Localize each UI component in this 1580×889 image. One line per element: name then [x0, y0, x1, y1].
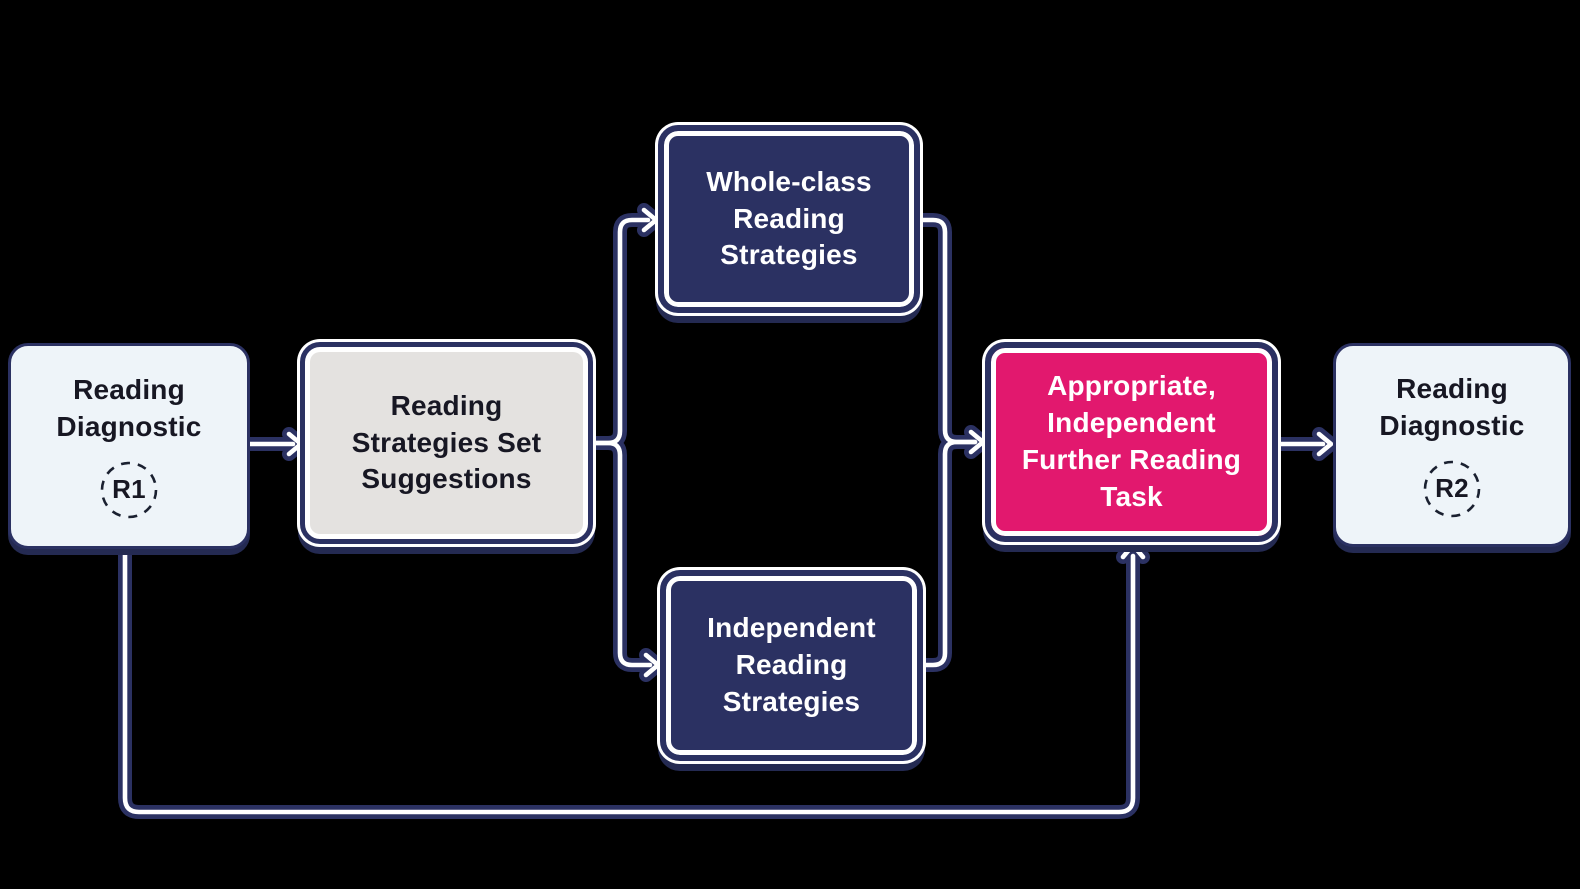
node-label: Reading Diagnostic — [56, 374, 202, 442]
badge-label: R2 — [1435, 473, 1469, 504]
node-label: Reading Diagnostic — [1379, 373, 1525, 441]
dashed-circle-icon — [1423, 460, 1481, 518]
node-reading-diagnostic-r1: Reading Diagnostic R1 — [8, 343, 250, 549]
node-reading-diagnostic-r2: Reading Diagnostic R2 — [1333, 343, 1571, 547]
node-appropriate-independent-further-reading-task: Appropriate, Independent Further Reading… — [985, 342, 1278, 542]
r1-badge: R1 — [99, 460, 159, 520]
badge-label: R1 — [112, 474, 146, 505]
dashed-circle-icon — [100, 461, 158, 519]
node-label: Whole-class Reading Strategies — [706, 165, 872, 271]
node-whole-class-reading-strategies: Whole-class Reading Strategies — [658, 125, 920, 313]
node-label: Appropriate, Independent Further Reading… — [1021, 370, 1242, 512]
node-label: Independent Reading Strategies — [707, 612, 876, 717]
r2-badge: R2 — [1422, 459, 1482, 519]
node-label: Reading Strategies Set Suggestions — [351, 389, 542, 495]
node-independent-reading-strategies: Independent Reading Strategies — [660, 570, 923, 761]
node-reading-strategies-set-suggestions: Reading Strategies Set Suggestions — [300, 342, 593, 544]
